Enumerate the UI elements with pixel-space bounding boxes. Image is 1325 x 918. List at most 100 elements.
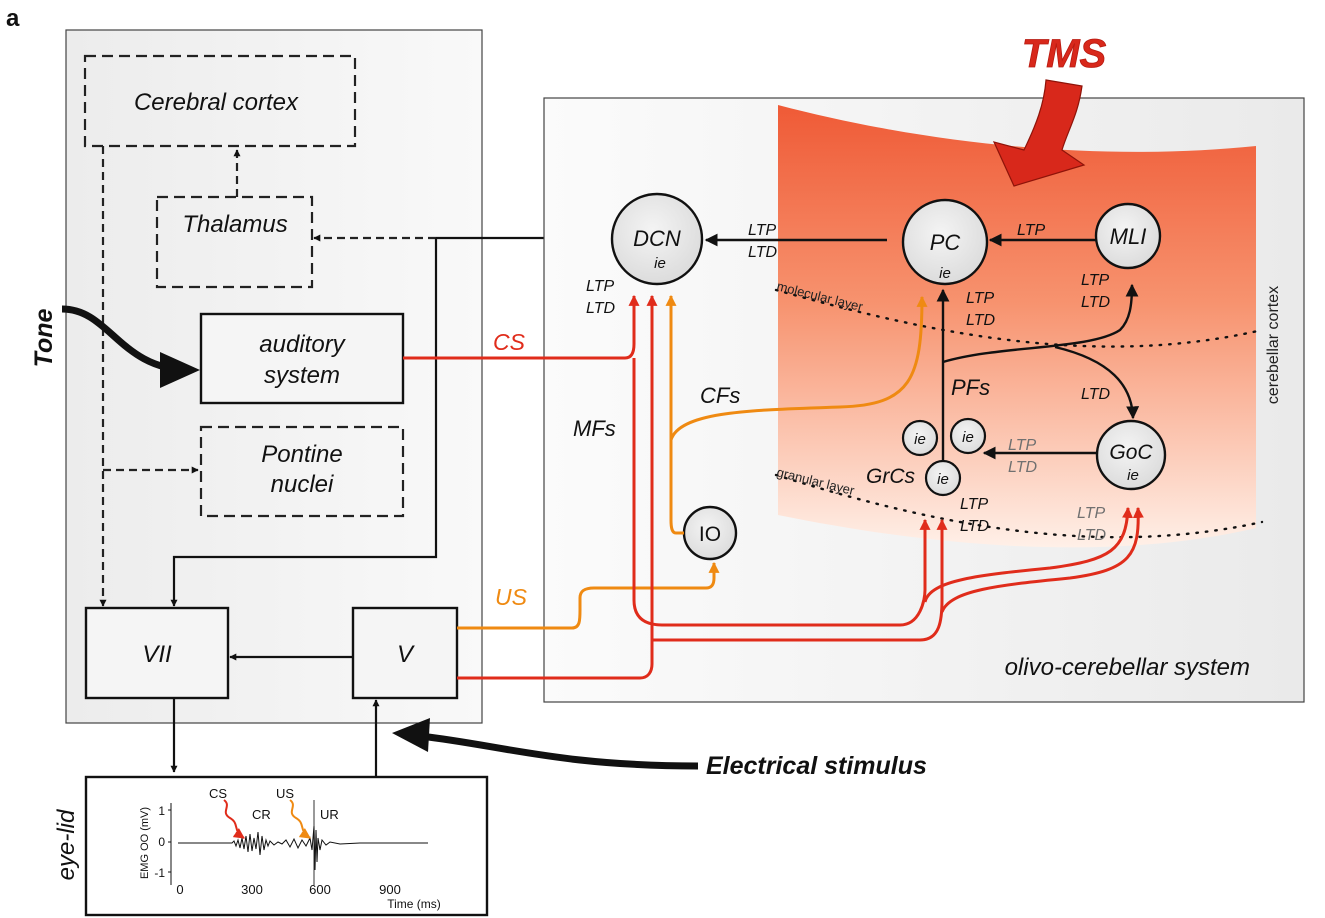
dcn-ltd: LTD [586, 300, 615, 317]
vii-label: VII [142, 641, 172, 668]
auditory-label-2: system [264, 362, 340, 389]
grc-cell-1 [901, 419, 939, 457]
emg-cs-arrow [223, 799, 245, 839]
pc-ltd: LTD [966, 312, 995, 329]
grc-3-ie: ie [937, 471, 949, 488]
goc-ltd: LTD [1077, 527, 1106, 544]
dcn-label: DCN [633, 226, 681, 251]
emg-ytick-m1: -1 [154, 866, 165, 880]
pcdcn-ltd: LTD [748, 244, 777, 261]
molecular-layer-boundary [774, 288, 1264, 348]
v-mf-to-granular [652, 518, 948, 642]
v-mf-pathway [457, 294, 658, 680]
io-label: IO [699, 523, 721, 546]
pontine-nuclei-box [199, 425, 405, 518]
granular-layer-boundary [774, 473, 1264, 539]
grc-2-ie: ie [962, 429, 974, 446]
cfs-label: CFs [700, 383, 740, 408]
mli-plasticity: LTP LTD [1081, 272, 1110, 311]
mli-label: MLI [1110, 224, 1147, 249]
goc-ltp: LTP [1077, 505, 1105, 522]
pc-dcn-plasticity: LTP LTD [748, 222, 777, 261]
cs-pathway [403, 294, 640, 360]
mli-ltd: LTD [1081, 294, 1110, 311]
grc-ltd: LTD [960, 518, 989, 535]
eyelid-side-label: eye-lid [53, 809, 80, 880]
tms-label: TMS [1022, 32, 1107, 76]
pf-to-mli-arrow [942, 283, 1139, 364]
thalamus-box [155, 195, 314, 289]
emg-xtick-300: 300 [241, 882, 263, 897]
pontine-label-1: Pontine [261, 441, 342, 468]
mf-to-goc-2 [940, 506, 1144, 613]
grcs-label: GrCs [866, 465, 915, 488]
emg-ylabel: EMG OO (mV) [139, 807, 151, 879]
thalamus-label: Thalamus [182, 211, 287, 238]
cerebellar-cortex-label: cerebellar cortex [1265, 286, 1282, 404]
tone-arrowhead [160, 352, 200, 388]
goc-label: GoC [1109, 441, 1153, 464]
goc-ie-label: ie [1127, 467, 1139, 484]
mli-pc-ltp: LTP [1017, 222, 1045, 239]
cs-label: CS [493, 329, 526, 355]
us-label: US [495, 584, 528, 610]
dcn-plasticity: LTP LTD [586, 278, 615, 317]
grc-1-ie: ie [914, 431, 926, 448]
us-pathway [457, 561, 720, 630]
olivo-cerebellar-label: olivo-cerebellar system [1005, 654, 1250, 681]
emg-trace [178, 825, 428, 871]
pc-cell [901, 198, 989, 286]
pc-ltp: LTP [966, 290, 994, 307]
electrical-stimulus-label: Electrical stimulus [706, 752, 927, 780]
emg-cs-label: CS [209, 786, 227, 801]
vii-box [84, 606, 230, 700]
emg-xtick-600: 600 [309, 882, 331, 897]
emg-xlabel: Time (ms) [387, 897, 441, 911]
auditory-label-1: auditory [259, 331, 346, 358]
emg-plot: 1 0 -1 EMG OO (mV) 0 300 600 900 Time (m… [139, 786, 441, 911]
dcn-cell [610, 192, 704, 286]
emg-ur-label: UR [320, 807, 339, 822]
goc-plasticity: LTP LTD [1077, 505, 1106, 544]
pf-to-goc-arrow [1054, 345, 1140, 420]
pfs-label: PFs [951, 375, 990, 400]
mf-to-goc-1 [923, 506, 1134, 603]
emg-xtick-0: 0 [176, 882, 183, 897]
panel-letter: a [6, 5, 20, 32]
v-box [351, 606, 459, 700]
gocgrc-ltp: LTP [1008, 437, 1036, 454]
pontine-label-2: nuclei [271, 471, 334, 498]
grc-cell-2 [949, 417, 987, 455]
emg-cr-label: CR [252, 807, 271, 822]
auditory-system-box [199, 312, 405, 405]
emg-ytick-1: 1 [158, 804, 165, 818]
goc-cell [1095, 419, 1167, 491]
mli-ltp: LTP [1081, 272, 1109, 289]
emg-us-arrow [289, 799, 311, 839]
eyelid-panel [84, 775, 489, 917]
grc-plasticity: LTP LTD [960, 496, 989, 535]
v-label: V [397, 641, 415, 668]
tone-label: Tone [30, 309, 58, 368]
emg-ytick-0: 0 [158, 835, 165, 849]
dcn-ltp: LTP [586, 278, 614, 295]
gocgrc-ltd: LTD [1008, 459, 1037, 476]
emg-xtick-900: 900 [379, 882, 401, 897]
pcdcn-ltp: LTP [748, 222, 776, 239]
pc-plasticity: LTP LTD [966, 290, 995, 329]
dcn-to-vii-line [170, 238, 438, 607]
tms-arrow [992, 79, 1086, 187]
mli-cell [1094, 202, 1162, 270]
cs-mf-trunk [632, 358, 931, 627]
electrical-stimulus-arrowhead [392, 718, 430, 752]
goc-grc-plasticity: LTP LTD [1008, 437, 1037, 476]
goc-input-ltd: LTD [1081, 386, 1110, 403]
cf-to-pc [669, 295, 928, 441]
emg-us-label: US [276, 786, 294, 801]
pc-ie-label: ie [939, 265, 951, 282]
cerebral-cortex-label: Cerebral cortex [134, 89, 299, 116]
dcn-ie-label: ie [654, 255, 666, 272]
io-to-dcn-cf [665, 294, 684, 535]
electrical-stimulus-arrow [419, 732, 699, 770]
